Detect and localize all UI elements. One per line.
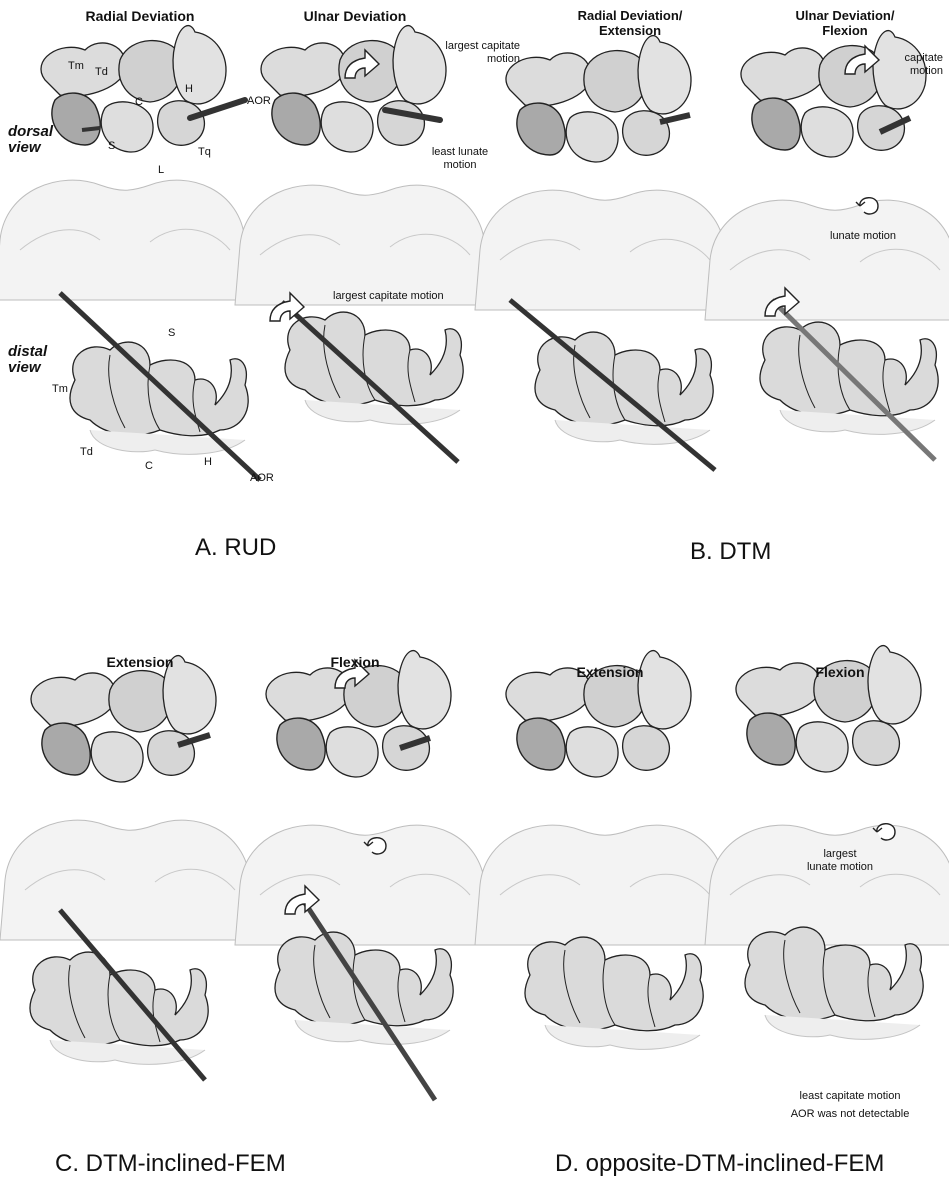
- bone-label-td-distal: Td: [80, 446, 93, 459]
- panel-b-distal-ext: [510, 300, 715, 470]
- bone-label-tm: Tm: [68, 60, 84, 73]
- panel-a-col1-title: Radial Deviation: [60, 8, 220, 24]
- bone-label-aor-distal: AOR: [250, 472, 274, 485]
- annotation-d-largest-lunate: largest lunate motion: [800, 848, 880, 874]
- panel-d-col1-title: Extension: [550, 664, 670, 680]
- bone-label-c: C: [135, 96, 143, 109]
- bone-label-s: S: [108, 140, 115, 153]
- panel-c-col2-title: Flexion: [305, 654, 405, 670]
- panel-c-caption: C. DTM-inclined-FEM: [55, 1150, 286, 1178]
- panel-d-col2-title: Flexion: [790, 664, 890, 680]
- annotation-a-largest-capitate: largest capitate motion: [420, 40, 520, 66]
- bone-label-aor-dorsal: AOR: [247, 95, 271, 108]
- panel-b-dorsal-ext: [475, 36, 730, 310]
- bone-label-tq: Tq: [198, 146, 211, 159]
- panel-d-caption: D. opposite-DTM-inclined-FEM: [555, 1150, 884, 1178]
- panel-a-caption: A. RUD: [195, 534, 276, 562]
- annotation-a-least-lunate: least lunate motion: [420, 146, 500, 172]
- panel-a-dorsal-radial: [0, 26, 250, 300]
- panel-c-dorsal-ext: [0, 656, 255, 940]
- bone-label-td: Td: [95, 66, 108, 79]
- bone-label-c-distal: C: [145, 460, 153, 473]
- annotation-a-distal-capitate: largest capitate motion: [333, 290, 513, 303]
- bone-label-l: L: [158, 164, 164, 177]
- panel-b-col1-title: Radial Deviation/ Extension: [555, 8, 705, 38]
- annotation-b-lunate: lunate motion: [830, 230, 940, 243]
- panel-b-col2-title: Ulnar Deviation/ Flexion: [770, 8, 920, 38]
- panel-b-caption: B. DTM: [690, 538, 771, 566]
- annotation-d-least-capitate: least capitate motion: [760, 1088, 940, 1104]
- annotation-b-capitate: capitate motion: [888, 52, 943, 78]
- panel-c-dorsal-flex: [235, 651, 490, 945]
- panel-d-distal-ext: [525, 937, 703, 1049]
- panel-c-col1-title: Extension: [80, 654, 200, 670]
- panel-d-dorsal-flex: [705, 646, 949, 945]
- annotation-d-aor-not-detectable: AOR was not detectable: [760, 1106, 940, 1122]
- panel-d-dorsal-ext: [475, 651, 730, 945]
- panel-a-distal-ulnar: [270, 293, 463, 462]
- bone-label-tm-distal: Tm: [52, 383, 68, 396]
- row-label-dorsal: dorsal view: [8, 124, 53, 156]
- row-label-distal: distal view: [8, 344, 47, 376]
- bone-label-h-distal: H: [204, 456, 212, 469]
- bone-label-h: H: [185, 83, 193, 96]
- panel-a-col2-title: Ulnar Deviation: [280, 8, 430, 24]
- bone-label-s-distal: S: [168, 327, 175, 340]
